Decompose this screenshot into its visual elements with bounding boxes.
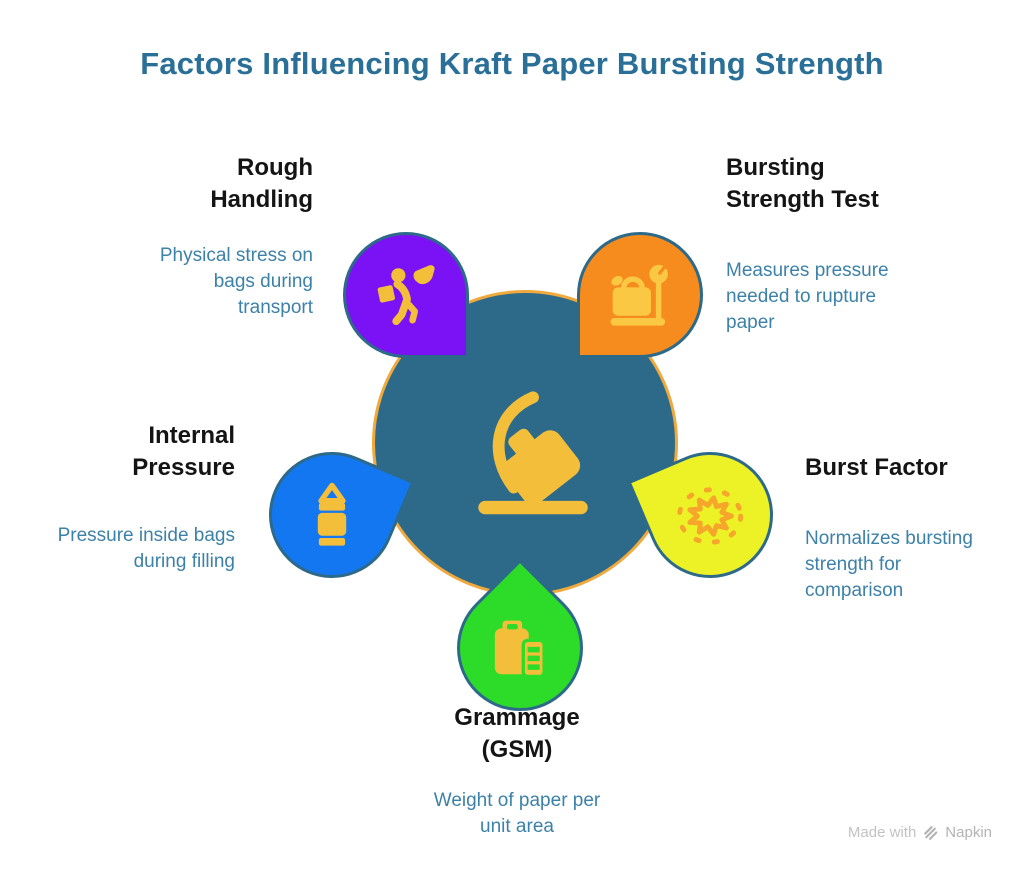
node-description-grammage-gsm: Weight of paper per unit area <box>433 790 601 837</box>
page-title: Factors Influencing Kraft Paper Bursting… <box>140 46 884 81</box>
watermark-brand: Napkin <box>945 824 992 841</box>
node-petal-rough-handling <box>343 232 469 358</box>
node-petal-burst-factor <box>627 432 793 598</box>
node-petal-bursting-strength-test <box>577 232 703 358</box>
node-petal-grammage-gsm <box>430 558 610 738</box>
node-label-burst-factor: Burst Factor <box>805 454 948 481</box>
pressure-canister-icon <box>317 482 347 546</box>
weighing-scale-gauge-icon <box>610 264 668 326</box>
clipboard-checklist-icon <box>494 620 546 679</box>
node-description-internal-pressure: Pressure inside bags during filling <box>57 525 235 572</box>
node-label-bursting-strength-test: Bursting Strength Test <box>726 154 879 213</box>
burst-splat-icon <box>676 487 744 545</box>
node-petal-internal-pressure <box>249 432 415 598</box>
node-description-burst-factor: Normalizes bursting strength for compari… <box>805 528 973 601</box>
node-description-rough-handling: Physical stress on bags during transport <box>159 245 313 318</box>
napkin-logo-icon <box>924 826 938 840</box>
node-label-grammage-gsm: Grammage (GSM) <box>454 704 580 763</box>
bursting-bag-icon <box>478 391 588 515</box>
node-label-rough-handling: Rough Handling <box>210 154 313 213</box>
porter-carrying-bag-icon <box>377 265 435 326</box>
node-label-internal-pressure: Internal Pressure <box>132 422 235 481</box>
watermark-prefix: Made with <box>847 824 917 841</box>
napkin-watermark[interactable]: Made with Napkin <box>848 824 992 841</box>
node-description-bursting-strength-test: Measures pressure needed to rupture pape… <box>726 260 889 333</box>
